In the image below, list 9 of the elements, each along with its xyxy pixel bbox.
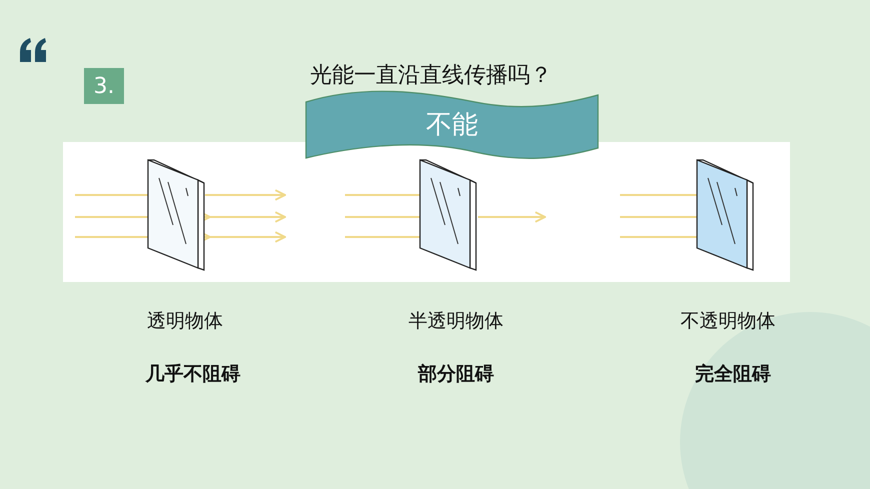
object-type-label: 不透明物体: [680, 309, 776, 334]
object-type-label: 半透明物体: [408, 309, 504, 334]
step-number: 3.: [84, 68, 124, 104]
blocking-degree-label: 部分阻碍: [418, 362, 494, 387]
blocking-degree-label: 几乎不阻碍: [146, 362, 240, 387]
wave-banner: 不能: [305, 88, 599, 160]
blocking-degree-label: 完全阻碍: [695, 362, 771, 387]
question-title: 光能一直沿直线传播吗？: [310, 62, 552, 90]
object-type-label: 透明物体: [147, 309, 223, 334]
